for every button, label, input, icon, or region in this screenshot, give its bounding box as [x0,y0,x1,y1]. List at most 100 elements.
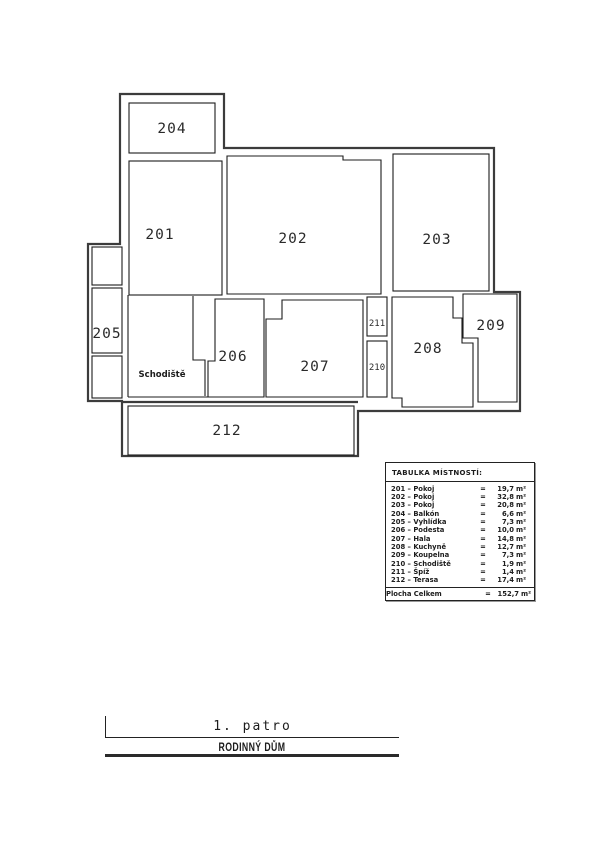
floor-title: 1. patro [105,716,399,738]
room-205-segment-bottom [91,355,123,399]
table-row-value: 12,7 [497,542,514,551]
table-row-unit: m² [516,559,527,568]
room-210-label: 210 [369,363,385,373]
table-row-unit: m² [516,501,527,510]
room-206-label: 206 [218,349,247,365]
room-211-label: 211 [369,319,385,329]
table-row-equals: = [480,559,486,568]
table-total-value: 152,7 [497,590,520,599]
table-row-value: 32,8 [497,492,514,501]
room-211-shape [366,296,388,337]
table-row-value: 17,4 [497,576,514,585]
table-row-equals: = [480,517,486,526]
table-row-equals: = [480,551,486,560]
room-210-shape [366,340,388,398]
table-row-equals: = [480,542,486,551]
table-row-label: 206 – Podesta [391,526,445,535]
table-row-equals: = [480,526,486,535]
table-row-value: 19,7 [497,484,514,493]
table-row-equals: = [480,501,486,510]
room-204-shape [128,102,216,154]
table-row-value: 6,6 [501,509,514,518]
room-212-label: 212 [212,423,241,439]
table-row-unit: m² [516,551,527,560]
room-203-shape [392,153,490,292]
room-205-label: 205 [92,326,121,342]
project-title-row: RODINNÝ DŮM [105,738,399,757]
table-row-label: 207 – Hala [391,534,431,543]
table-row-label: 209 – Koupelna [391,551,450,560]
table-row-unit: m² [516,567,527,576]
table-row-equals: = [480,484,486,493]
table-row-value: 7,3 [501,551,514,560]
table-row-unit: m² [516,509,527,518]
table-row-label: 204 – Balkón [391,509,440,518]
table-row-unit: m² [516,526,527,535]
table-row-value: 14,8 [497,534,514,543]
room-203-label: 203 [422,232,451,248]
room-208-shape [391,296,474,408]
table-row-value: 20,8 [497,501,514,510]
room-201-label: 201 [145,227,174,243]
room-207-label: 207 [300,359,329,375]
table-total-equals: = [485,590,491,599]
room-201-shape [128,160,223,296]
table-row-label: 211 – Špíž [391,567,430,576]
table-row-value: 7,3 [501,517,514,526]
table-row-unit: m² [516,517,527,526]
table-row-unit: m² [516,576,527,585]
room-204-label: 204 [157,121,186,137]
room-205-segment-mid [91,287,123,354]
table-row-label: 201 – Pokoj [391,484,435,493]
room-206-shape [207,298,265,398]
table-row-unit: m² [516,484,527,493]
table-row-value: 10,0 [497,526,514,535]
table-row-label: 202 – Pokoj [391,492,435,501]
table-row-equals: = [480,509,486,518]
table-row-label: 210 – Schodiště [391,559,451,568]
table-row-unit: m² [516,492,527,501]
table-row-unit: m² [516,542,527,551]
table-row-value: 1,4 [501,567,514,576]
room-212-shape [127,405,355,456]
table-row-label: 203 – Pokoj [391,501,435,510]
table-row-equals: = [480,567,486,576]
project-title: RODINNÝ DŮM [218,741,286,754]
room-209-label: 209 [476,318,505,334]
room-209-shape [462,293,518,403]
table-row-label: 205 – Vyhlídka [391,517,447,526]
room-207-shape [265,299,364,398]
table-row-equals: = [480,534,486,543]
staircase-label: Schodiště [139,369,186,380]
title-block: 1. patro RODINNÝ DŮM [105,716,399,757]
table-row-label: 208 – Kuchyně [391,542,447,551]
room-202-shape [226,155,382,295]
table-total-label: Plocha Celkem [386,590,442,599]
table-row-unit: m² [516,534,527,543]
table-total-unit: m² [521,590,532,599]
room-208-label: 208 [413,341,442,357]
room-205-segment-top [91,246,123,286]
table-row-equals: = [480,576,486,585]
rooms-table-title: TABULKA MÍSTNOSTÍ: [386,463,534,482]
table-row-value: 1,9 [501,559,514,568]
table-row-equals: = [480,492,486,501]
